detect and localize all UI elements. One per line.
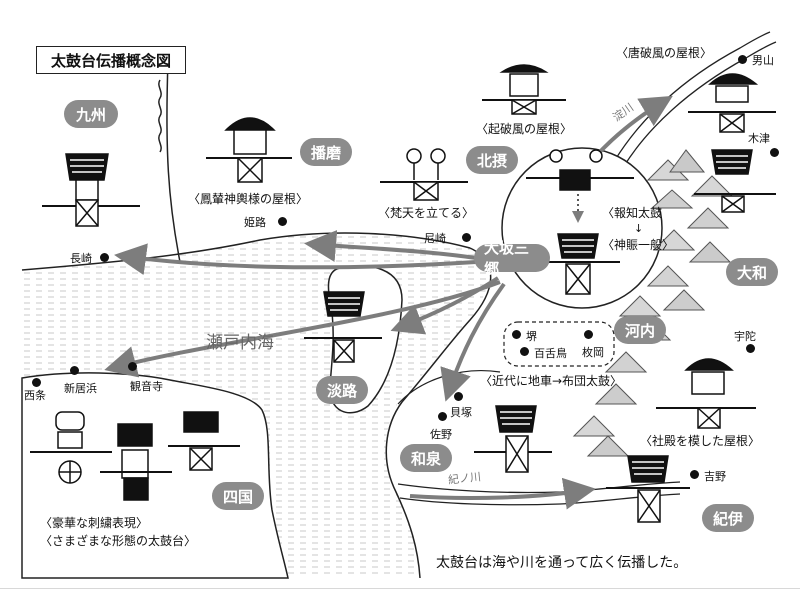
city-kaizuka: 貝塚 — [450, 406, 472, 419]
kyushu-strait — [158, 79, 162, 153]
bottom-divider — [0, 588, 800, 589]
city-dot-otokoyama — [738, 55, 747, 64]
note-kikuhafu: 〈起破風の屋根〉 — [476, 122, 573, 136]
river-kino: 紀ノ川 — [447, 470, 482, 487]
city-dot-himeji — [278, 217, 287, 226]
city-mozu: 百舌鳥 — [534, 347, 567, 360]
kyushu-coast — [166, 59, 181, 263]
taikodai-izumi — [474, 405, 552, 473]
coast-kansai — [385, 247, 492, 579]
arrow-to-kii — [409, 477, 596, 510]
note-shinshin: 〈神賑一般〉 — [602, 238, 675, 252]
city-otokoyama: 男山 — [752, 54, 774, 67]
city-dot-yoshino — [690, 470, 699, 479]
taikodai-osaka-bottom — [538, 233, 620, 295]
taikodai-uda — [656, 358, 756, 429]
city-sakai: 堺 — [526, 330, 537, 343]
region-kyushu: 九州 — [64, 100, 118, 128]
city-dot-sakai — [512, 330, 521, 339]
spread-arrows — [104, 95, 673, 510]
note-hoomikoshi: 〈鳳輦神輿様の屋根〉 — [188, 192, 309, 206]
note-shaden: 〈社殿を模した屋根〉 — [640, 434, 761, 448]
taikodai-osaka-top — [526, 149, 634, 191]
arrow-to-harima — [304, 230, 477, 262]
region-izumi: 和泉 — [400, 444, 452, 472]
taikodai-kyushu — [42, 153, 140, 227]
note-bonten: 〈梵天を立てる〉 — [378, 206, 475, 220]
region-kawachi: 河内 — [614, 316, 666, 344]
region-harima: 播磨 — [300, 138, 352, 166]
city-dot-sano — [438, 412, 447, 421]
note-hochi: 〈報知太鼓 — [602, 206, 663, 220]
taikodai-shikoku — [30, 411, 240, 501]
city-dot-nagasaki — [100, 253, 109, 262]
map-title: 太鼓台伝播概念図 — [36, 46, 186, 74]
taikodai-harima — [206, 117, 292, 183]
note-goka: 〈豪華な刺繍表現〉 — [40, 516, 149, 530]
arrow-to-yodo — [594, 95, 673, 158]
city-dot-kaizuka — [454, 392, 463, 401]
region-yamato: 大和 — [726, 258, 778, 286]
taikodai-kizu — [694, 149, 776, 213]
sea-label: 瀬戸内海 — [206, 333, 274, 353]
city-dot-kizu — [770, 148, 779, 157]
note-arrow: ↓ — [634, 222, 644, 235]
city-saijo: 西条 — [24, 389, 46, 402]
region-shikoku: 四国 — [212, 482, 264, 510]
city-kanonji: 観音寺 — [130, 380, 163, 393]
arrow-to-izumi — [440, 282, 506, 402]
city-dot-kanonji — [128, 362, 137, 371]
arrow-to-awaji — [390, 276, 500, 335]
region-awaji: 淡路 — [316, 376, 368, 404]
arrow-to-shikoku — [104, 280, 501, 378]
taikodai-kikuhafu — [482, 64, 566, 115]
city-amagasaki: 尼崎 — [424, 232, 446, 245]
region-kii: 紀伊 — [702, 504, 754, 532]
city-dot-saijo — [32, 378, 41, 387]
region-hokusetsu: 北摂 — [466, 146, 518, 174]
city-yoshino: 吉野 — [704, 470, 726, 483]
city-dot-niihama — [70, 366, 79, 375]
taikodai-bonten — [380, 148, 468, 201]
taikodai-otokoyama — [688, 73, 776, 133]
arrow-to-kyushu — [114, 243, 477, 276]
city-dot-amagasaki — [462, 233, 471, 242]
note-karahafu: 〈唐破風の屋根〉 — [616, 46, 713, 60]
city-dot-uda — [746, 344, 755, 353]
city-sano: 佐野 — [430, 428, 452, 441]
city-niihama: 新居浜 — [64, 382, 97, 395]
city-dot-hiraoka — [584, 330, 593, 339]
city-uda: 宇陀 — [734, 330, 756, 343]
taikodai-kii — [606, 455, 690, 523]
region-osaka-sango: 大坂三郷 — [474, 239, 550, 278]
sakai-box — [503, 321, 615, 367]
note-samazama: 〈さまざまな形態の太鼓台〉 — [40, 534, 197, 548]
city-himeji: 姫路 — [244, 216, 266, 229]
city-hiraoka: 枚岡 — [582, 346, 604, 359]
city-kizu: 木津 — [748, 132, 770, 145]
taikodai-awaji — [304, 291, 382, 363]
map-caption: 太鼓台は海や川を通って広く伝播した。 — [436, 555, 688, 571]
note-kindai: 〈近代に地車→布団太鼓〉 — [480, 374, 623, 388]
city-nagasaki: 長崎 — [70, 252, 92, 265]
coast-north — [21, 232, 471, 271]
city-dot-mozu — [520, 347, 529, 356]
